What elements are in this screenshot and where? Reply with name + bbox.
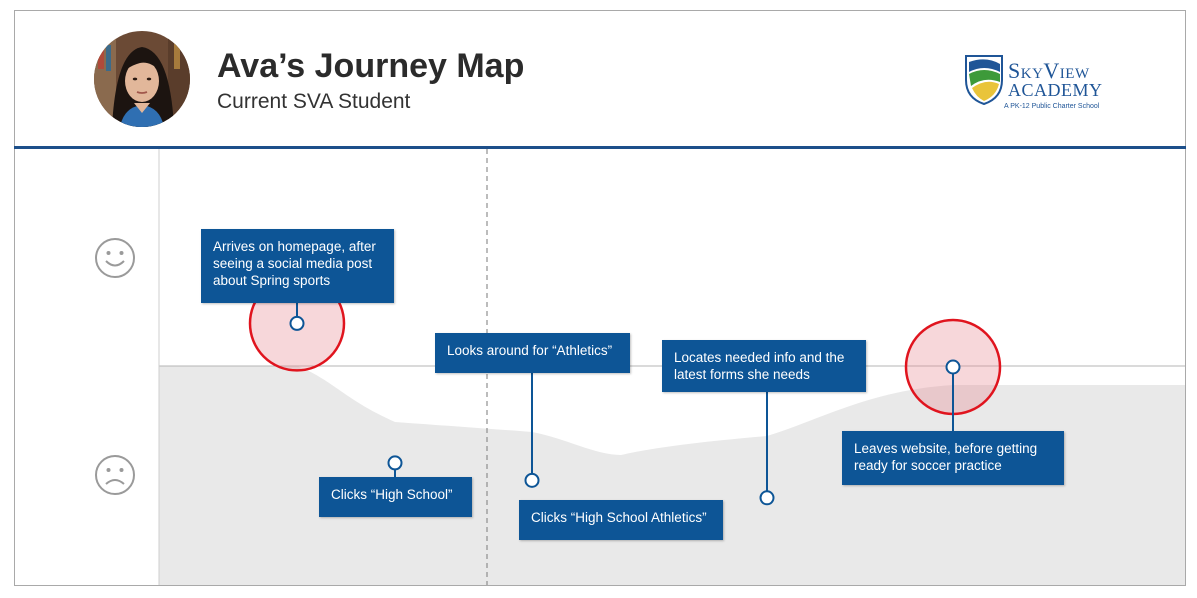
sad-face-icon (95, 455, 135, 495)
callout-step-5: Locates needed info and the latest forms… (662, 340, 866, 392)
logo-name: SkyView (1008, 58, 1090, 83)
header-divider (14, 146, 1186, 149)
callout-step-6: Leaves website, before getting ready for… (842, 431, 1064, 485)
shield-logo-icon (965, 55, 1003, 106)
smiley-face-icon (95, 238, 135, 278)
journey-point (387, 455, 403, 471)
page-subtitle: Current SVA Student (217, 90, 411, 113)
logo-name-sub: ACADEMY (1008, 80, 1103, 100)
logo-tagline: A PK-12 Public Charter School (1004, 103, 1100, 110)
callout-step-1: Arrives on homepage, after seeing a soci… (201, 229, 394, 303)
page-title: Ava’s Journey Map (217, 47, 525, 85)
callout-step-3: Looks around for “Athletics” (435, 333, 630, 373)
journey-point (759, 490, 775, 506)
journey-point (524, 472, 540, 488)
journey-point (945, 359, 961, 375)
journey-point (289, 315, 305, 331)
avatar (94, 31, 190, 127)
callout-step-2: Clicks “High School” (319, 477, 472, 517)
sentiment-curve (159, 149, 1185, 455)
callout-step-4: Clicks “High School Athletics” (519, 500, 723, 540)
